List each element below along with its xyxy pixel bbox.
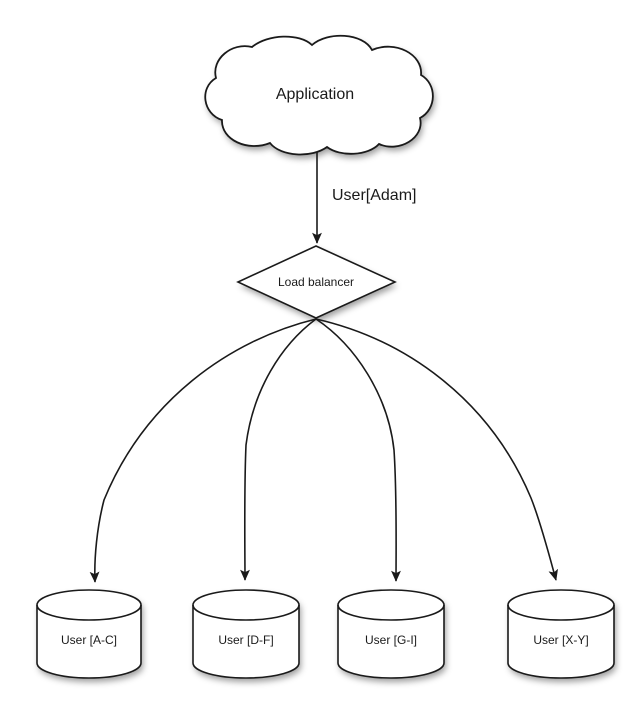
application-label: Application <box>276 86 354 103</box>
cylinder-top-outline <box>36 589 142 621</box>
node-database-3[interactable]: User [G-I] <box>337 589 445 679</box>
edge-load-balancer-to-db-3[interactable] <box>315 318 401 582</box>
cylinder-top-outline <box>507 589 615 621</box>
cylinder-top <box>338 590 444 620</box>
cylinder-body <box>508 605 614 678</box>
database-3-label: User [G-I] <box>365 633 417 647</box>
cylinder-body-outline <box>337 605 445 679</box>
diamond-outline <box>236 245 397 319</box>
node-load-balancer[interactable]: Load balancer <box>236 245 397 319</box>
node-database-4[interactable]: User [X-Y] <box>507 589 615 679</box>
edge-load-balancer-to-db-4[interactable] <box>315 318 558 581</box>
database-2-label: User [D-F] <box>218 633 273 647</box>
cylinder-top-outline <box>192 589 300 621</box>
cylinder-body-outline <box>36 605 142 679</box>
database-1-label: User [A-C] <box>61 633 117 647</box>
cloud-shape <box>205 35 433 155</box>
cylinder-body <box>338 605 444 678</box>
edge-label-user-adam: User[Adam] <box>332 187 416 204</box>
database-4-label: User [X-Y] <box>533 633 588 647</box>
load-balancer-label: Load balancer <box>278 275 354 289</box>
edge-line <box>315 318 558 581</box>
node-database-2[interactable]: User [D-F] <box>192 589 300 679</box>
edge-application-to-load-balancer[interactable]: User[Adam] <box>312 152 416 244</box>
edge-line <box>89 318 317 583</box>
cylinder-body <box>193 605 299 678</box>
node-database-1[interactable]: User [A-C] <box>36 589 142 679</box>
edge-line <box>315 318 401 582</box>
cylinder-top <box>37 590 141 620</box>
cylinder-top <box>193 590 299 620</box>
cloud-outline <box>204 34 434 156</box>
node-application[interactable]: Application <box>204 34 434 156</box>
edge-load-balancer-to-db-2[interactable] <box>240 318 317 581</box>
cylinder-top-outline <box>337 589 445 621</box>
cylinder-body-outline <box>507 605 615 679</box>
cylinder-body-outline <box>192 605 300 679</box>
edge-load-balancer-to-db-1[interactable] <box>89 318 317 583</box>
edge-line <box>240 318 317 581</box>
cylinder-body <box>37 605 141 678</box>
cylinder-top <box>508 590 614 620</box>
